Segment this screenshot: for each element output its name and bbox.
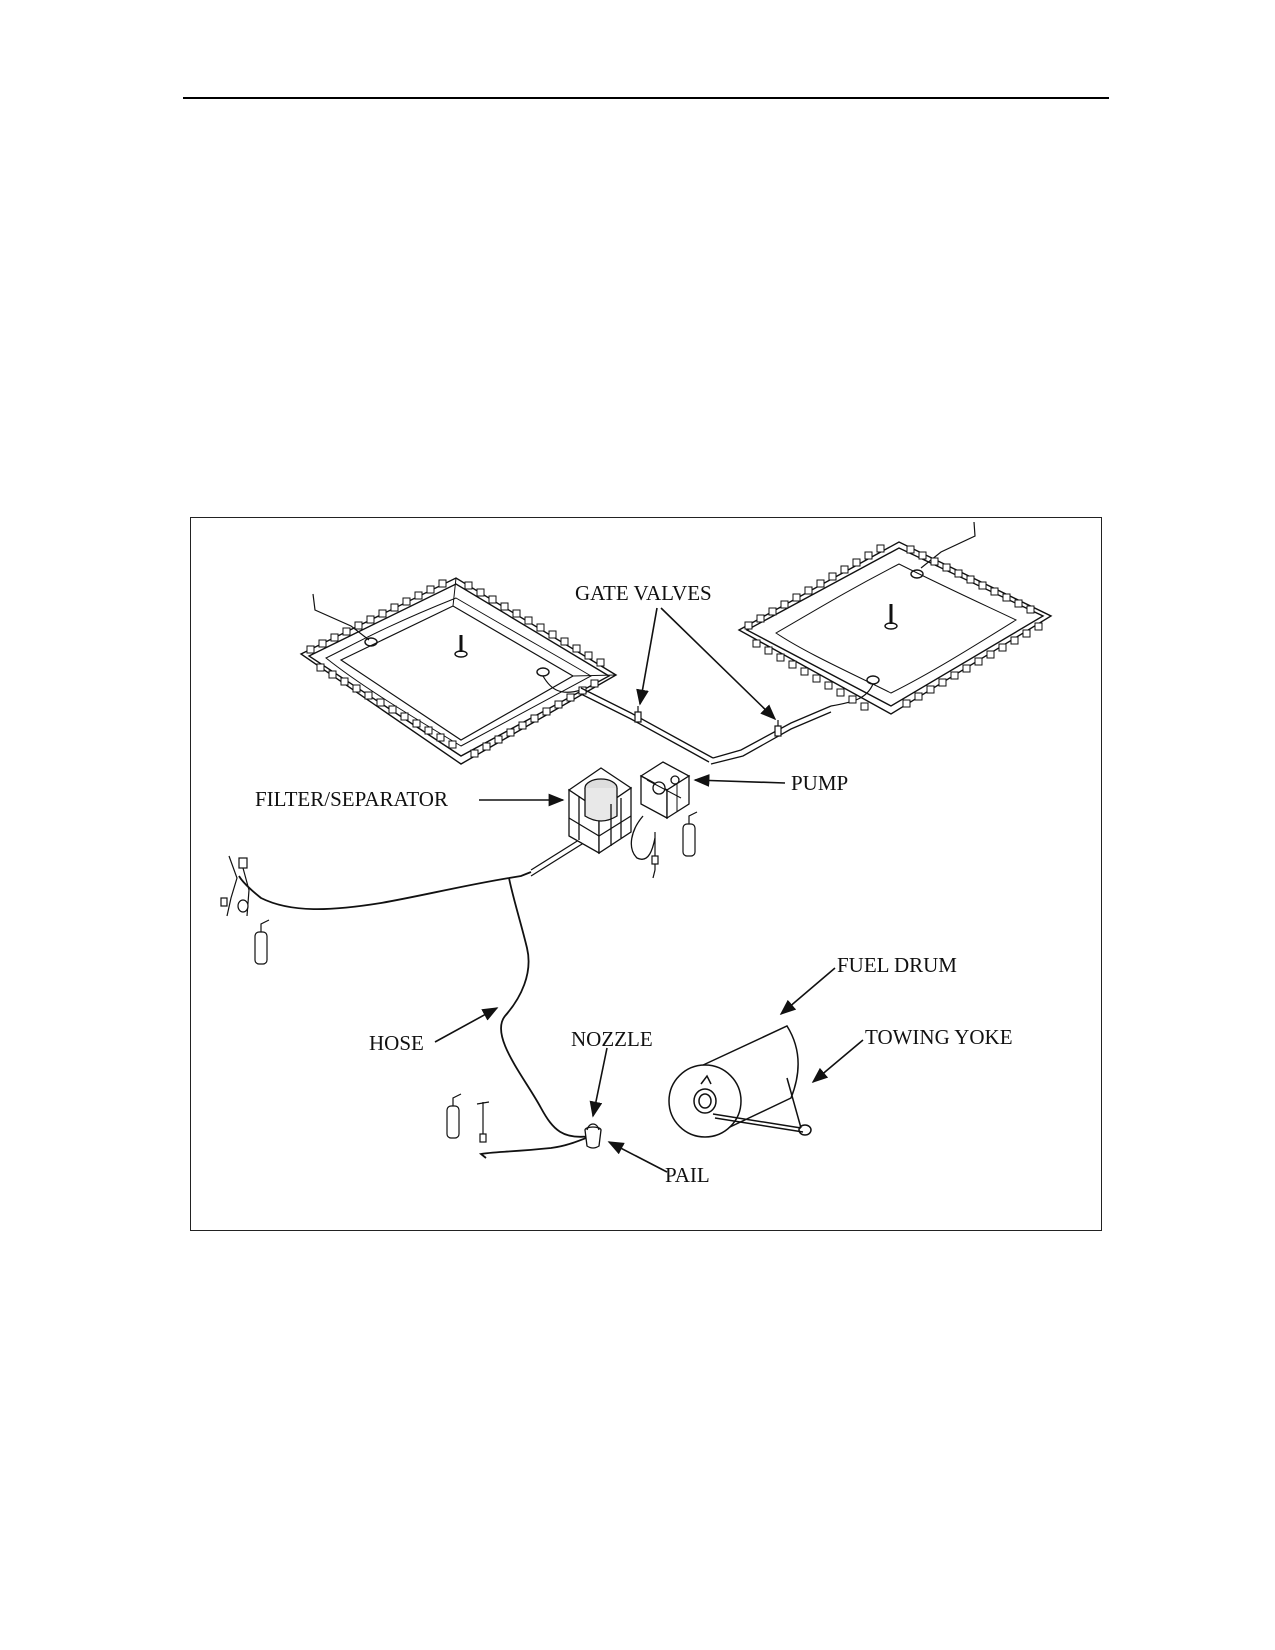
towing-yoke [712, 1077, 812, 1136]
bottom-fire-extinguisher [446, 1093, 462, 1139]
pump-nozzle-assembly [651, 832, 659, 879]
label-hose: HOSE [369, 1031, 424, 1055]
left-fire-extinguisher [254, 919, 270, 965]
pail [584, 1123, 602, 1149]
fuel-system-diagram: GATE VALVES PUMP FILTER/SEPARATOR FUEL D… [190, 517, 1102, 1231]
gate-valve-left [634, 706, 642, 723]
filter-separator-unit [567, 767, 633, 855]
label-towing-yoke: TOWING YOKE [865, 1025, 1013, 1049]
label-nozzle: NOZZLE [571, 1027, 653, 1051]
manifold-piping [530, 687, 832, 877]
left-fuel-bladder [299, 577, 618, 765]
diagram-canvas: GATE VALVES PUMP FILTER/SEPARATOR FUEL D… [220, 521, 1053, 1187]
dispensing-hoses [238, 871, 592, 1159]
label-fuel-drum: FUEL DRUM [837, 953, 957, 977]
right-fuel-bladder [737, 521, 1053, 715]
pump-unit [630, 761, 691, 860]
header-rule [183, 97, 1109, 99]
bottom-ground-rod [476, 1101, 490, 1143]
left-bladder-tiedowns [306, 579, 605, 758]
left-nozzle-assembly [220, 855, 250, 917]
gate-valve-right [774, 720, 782, 737]
label-pump: PUMP [791, 771, 848, 795]
leader-arrows [434, 607, 864, 1173]
pump-fire-extinguisher [682, 811, 698, 857]
label-pail: PAIL [665, 1163, 710, 1187]
label-filter-separator: FILTER/SEPARATOR [255, 787, 448, 811]
right-bladder-tiedowns [744, 544, 1043, 711]
label-gate-valves: GATE VALVES [575, 581, 712, 605]
